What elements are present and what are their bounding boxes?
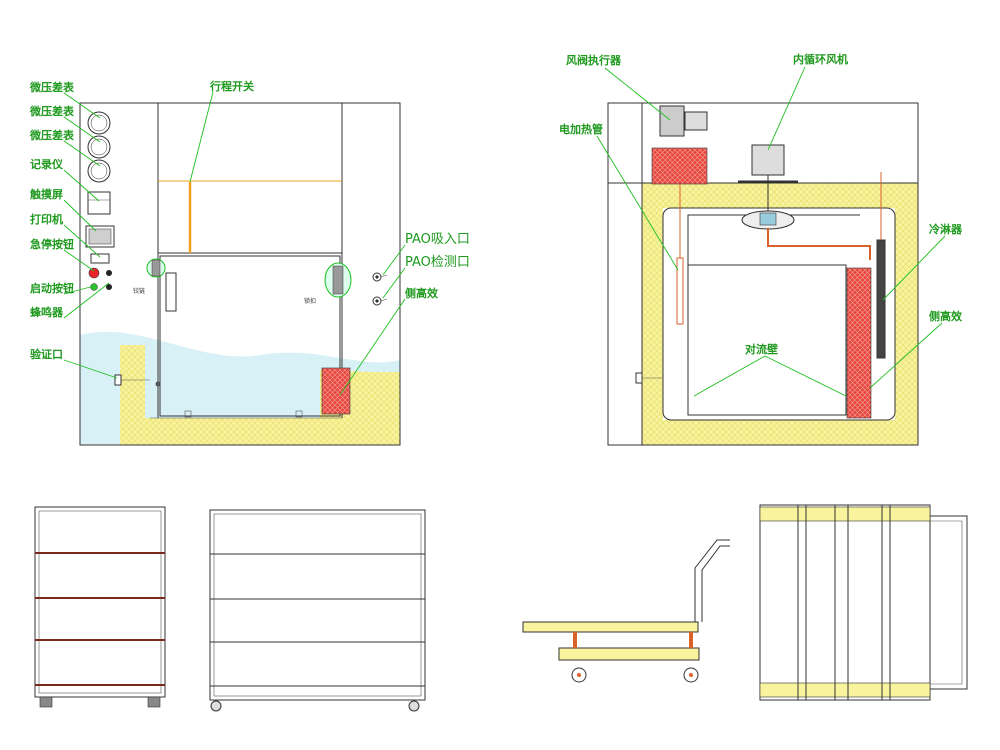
label-front-side-filter: 侧高效: [405, 286, 439, 300]
label-port: 验证口: [30, 347, 63, 361]
label-sprayer: 冷淋器: [929, 222, 963, 236]
label-damper: 风阀执行器: [566, 53, 622, 67]
left-hinge: 铰链: [133, 258, 166, 295]
front-view: 铰链 锁扣: [29, 79, 470, 446]
label-gauge-2: 微压差表: [29, 104, 75, 118]
front-side-filter: [321, 367, 351, 415]
heater-tube: [676, 257, 684, 325]
cart-top: [759, 504, 968, 701]
label-touchscreen: 触摸屏: [29, 187, 63, 201]
label-heater: 电加热管: [559, 122, 603, 136]
validation-port: [114, 374, 122, 386]
label-fan: 内循环风机: [793, 52, 848, 66]
label-gauge-1: 微压差表: [29, 80, 75, 94]
svg-text:锁扣: 锁扣: [304, 297, 316, 305]
recorder: [87, 191, 111, 215]
label-pao-test: PAO检测口: [405, 255, 470, 270]
label-side-filter: 侧高效: [929, 309, 963, 323]
front-insulation: [120, 345, 400, 445]
cart-side: [522, 539, 730, 683]
svg-text:铰链: 铰链: [133, 287, 145, 295]
rack-side: [209, 509, 426, 712]
side-filter: [846, 267, 872, 419]
right-lock: 锁扣: [304, 262, 352, 305]
label-gauge-3: 微压差表: [29, 128, 75, 142]
label-recorder: 记录仪: [30, 158, 64, 171]
label-convection: 对流壁: [745, 342, 778, 356]
estop-button: [88, 267, 100, 279]
label-buzzer: 蜂鸣器: [30, 305, 64, 319]
label-limit-switch: 行程开关: [209, 79, 254, 93]
rack-front: [34, 506, 166, 708]
label-estop: 急停按钮: [30, 237, 74, 251]
pressure-gauges: [87, 111, 111, 183]
label-printer: 打印机: [30, 212, 63, 226]
side-view: 风阀执行器 内循环风机 电加热管 冷淋器 侧高效 对流壁: [559, 52, 963, 446]
label-pao-inlet: PAO吸入口: [405, 232, 470, 247]
printer: [90, 253, 110, 264]
label-start: 启动按钮: [30, 281, 74, 295]
damper-actuator: [659, 105, 685, 137]
